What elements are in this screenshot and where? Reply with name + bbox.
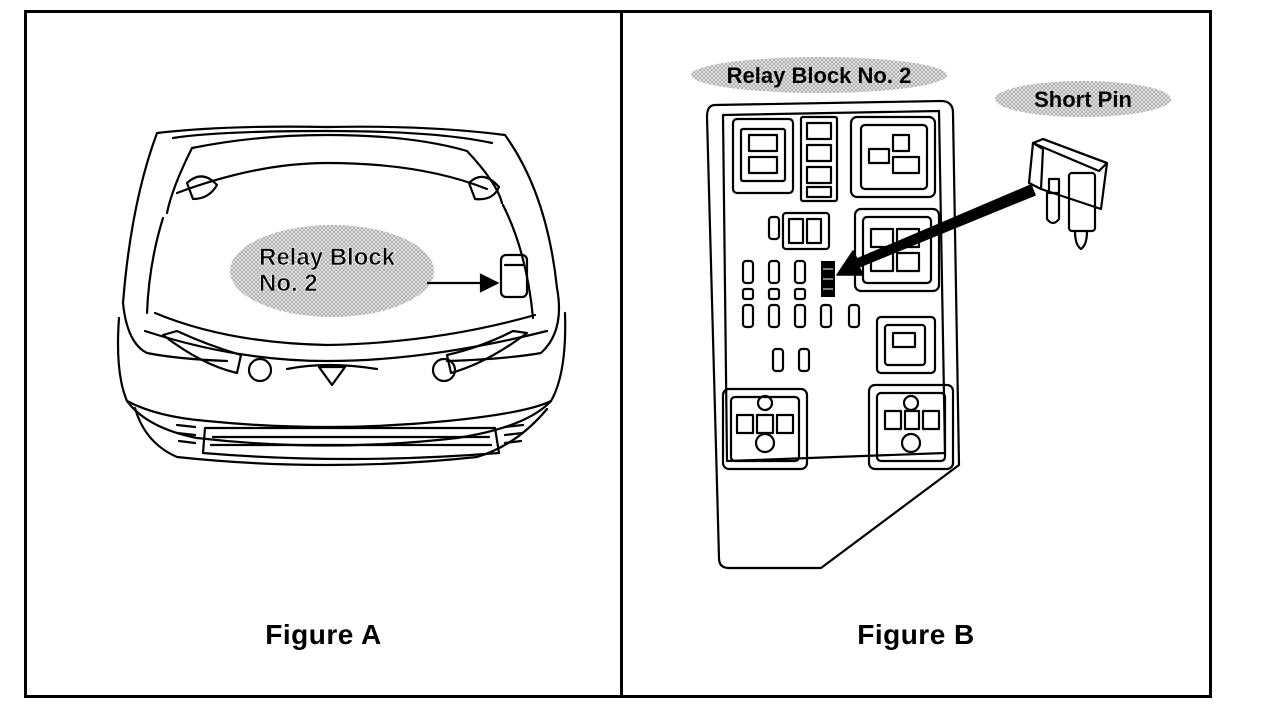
relay-top-right bbox=[849, 115, 937, 199]
relay-block-marker bbox=[499, 253, 529, 299]
figure-frame bbox=[24, 10, 1212, 698]
relay-top-left bbox=[731, 117, 795, 195]
figure-b-panel: Relay Block No. 2 Short Pin bbox=[623, 13, 1209, 695]
relay-middle-right bbox=[853, 207, 941, 293]
callout-arrow bbox=[427, 273, 500, 293]
callout-bubble bbox=[230, 225, 434, 317]
short-pin-part bbox=[1027, 137, 1109, 251]
figure-a-caption: Figure A bbox=[265, 619, 382, 650]
callout-line-2: No. 2 bbox=[259, 270, 318, 297]
callout-line-1: Relay Block bbox=[259, 244, 396, 271]
figure-b-caption: Figure B bbox=[857, 619, 975, 650]
relay-bottom-left bbox=[721, 387, 809, 471]
panel-divider bbox=[620, 10, 623, 698]
short-pin-label: Short Pin bbox=[1034, 87, 1132, 112]
relay-block-label: Relay Block No. 2 bbox=[727, 63, 912, 88]
insert-arrow bbox=[836, 184, 1036, 276]
car-front-illustration: Relay Block No. 2 bbox=[116, 125, 567, 467]
relay-block-illustration: Relay Block No. 2 Short Pin bbox=[691, 57, 1171, 570]
figure-a-panel: Relay Block No. 2 Figure A bbox=[27, 13, 620, 695]
relay-label-bubble bbox=[691, 57, 947, 93]
hood-outline bbox=[155, 125, 559, 290]
relay-bottom-right bbox=[867, 383, 955, 471]
relay-block-housing bbox=[705, 99, 961, 570]
pin-label-bubble bbox=[995, 81, 1171, 117]
